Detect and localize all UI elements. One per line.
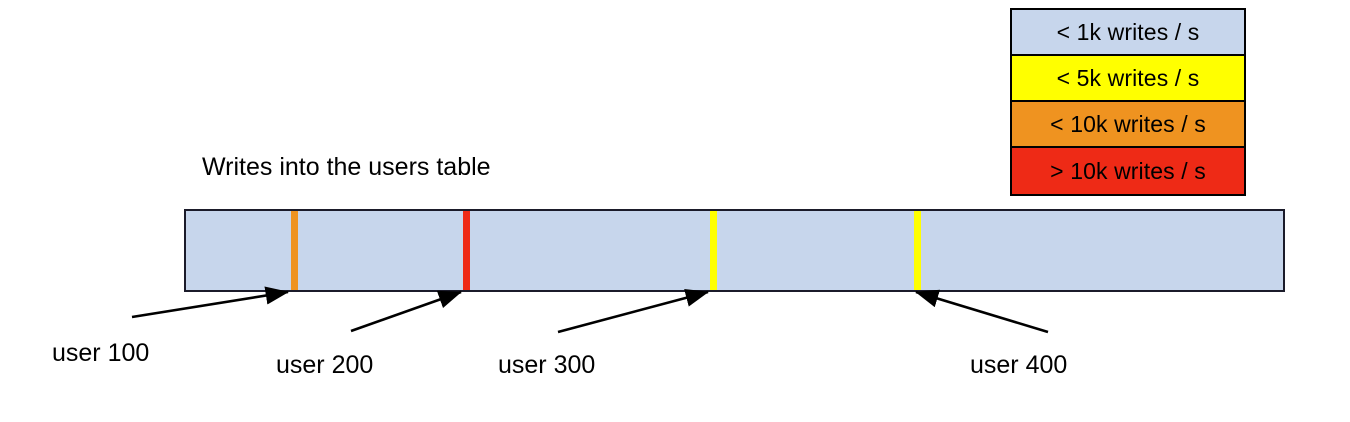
callout-label-user-100: user 100 — [52, 339, 150, 367]
callout-label-user-300: user 300 — [498, 351, 596, 379]
callout-label-user-200: user 200 — [276, 351, 374, 379]
legend-label-under-5k: < 5k writes / s — [1056, 64, 1200, 91]
arrow-user-400 — [915, 289, 1049, 334]
legend-label-over-10k: > 10k writes / s — [1050, 157, 1206, 184]
legend-row-over-10k: > 10k writes / s — [1012, 148, 1244, 194]
stripe-user-400 — [914, 211, 921, 290]
legend-row-under-1k: < 1k writes / s — [1012, 10, 1244, 56]
arrow-user-100 — [131, 286, 290, 319]
stripe-user-300 — [710, 211, 717, 290]
legend-row-under-10k: < 10k writes / s — [1012, 102, 1244, 148]
stripe-user-100 — [291, 211, 298, 290]
callout-label-user-400: user 400 — [970, 351, 1068, 379]
page-title: Writes into the users table — [202, 153, 491, 181]
stripe-user-200 — [463, 211, 470, 290]
legend-label-under-1k: < 1k writes / s — [1056, 18, 1200, 45]
legend: < 1k writes / s < 5k writes / s < 10k wr… — [1010, 8, 1246, 196]
arrow-user-300 — [557, 288, 710, 334]
legend-row-under-5k: < 5k writes / s — [1012, 56, 1244, 102]
arrow-user-200 — [350, 290, 462, 333]
legend-label-under-10k: < 10k writes / s — [1050, 110, 1206, 137]
users-table-bar — [184, 209, 1285, 292]
